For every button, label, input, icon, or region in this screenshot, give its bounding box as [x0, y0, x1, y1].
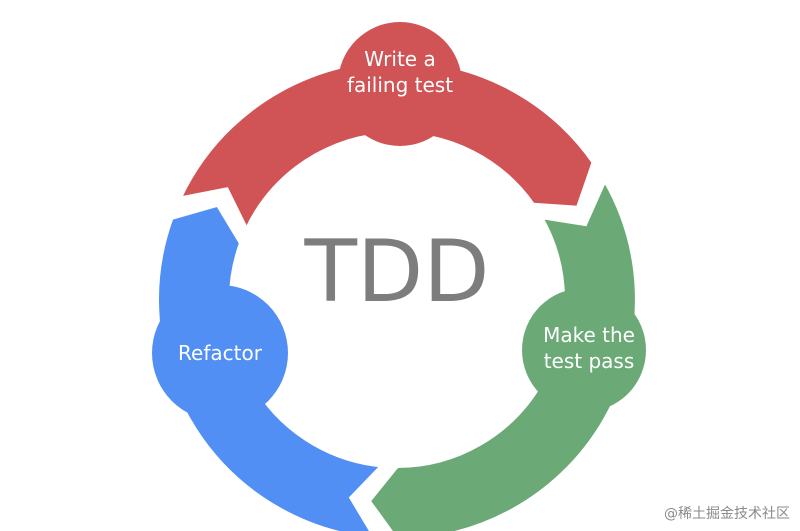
node-write-failing-test	[338, 22, 462, 146]
label-test-pass: test pass	[544, 349, 635, 373]
node-refactor	[152, 285, 288, 421]
label-failing-test: failing test	[347, 73, 453, 97]
label-write-a: Write a	[364, 47, 435, 71]
center-title: TDD	[304, 222, 490, 322]
watermark: @稀土掘金技术社区	[664, 506, 790, 522]
label-refactor: Refactor	[178, 341, 263, 365]
arc-segment-write-test	[176, 58, 596, 235]
node-make-test-pass	[522, 288, 646, 412]
label-make-the: Make the	[543, 323, 635, 347]
